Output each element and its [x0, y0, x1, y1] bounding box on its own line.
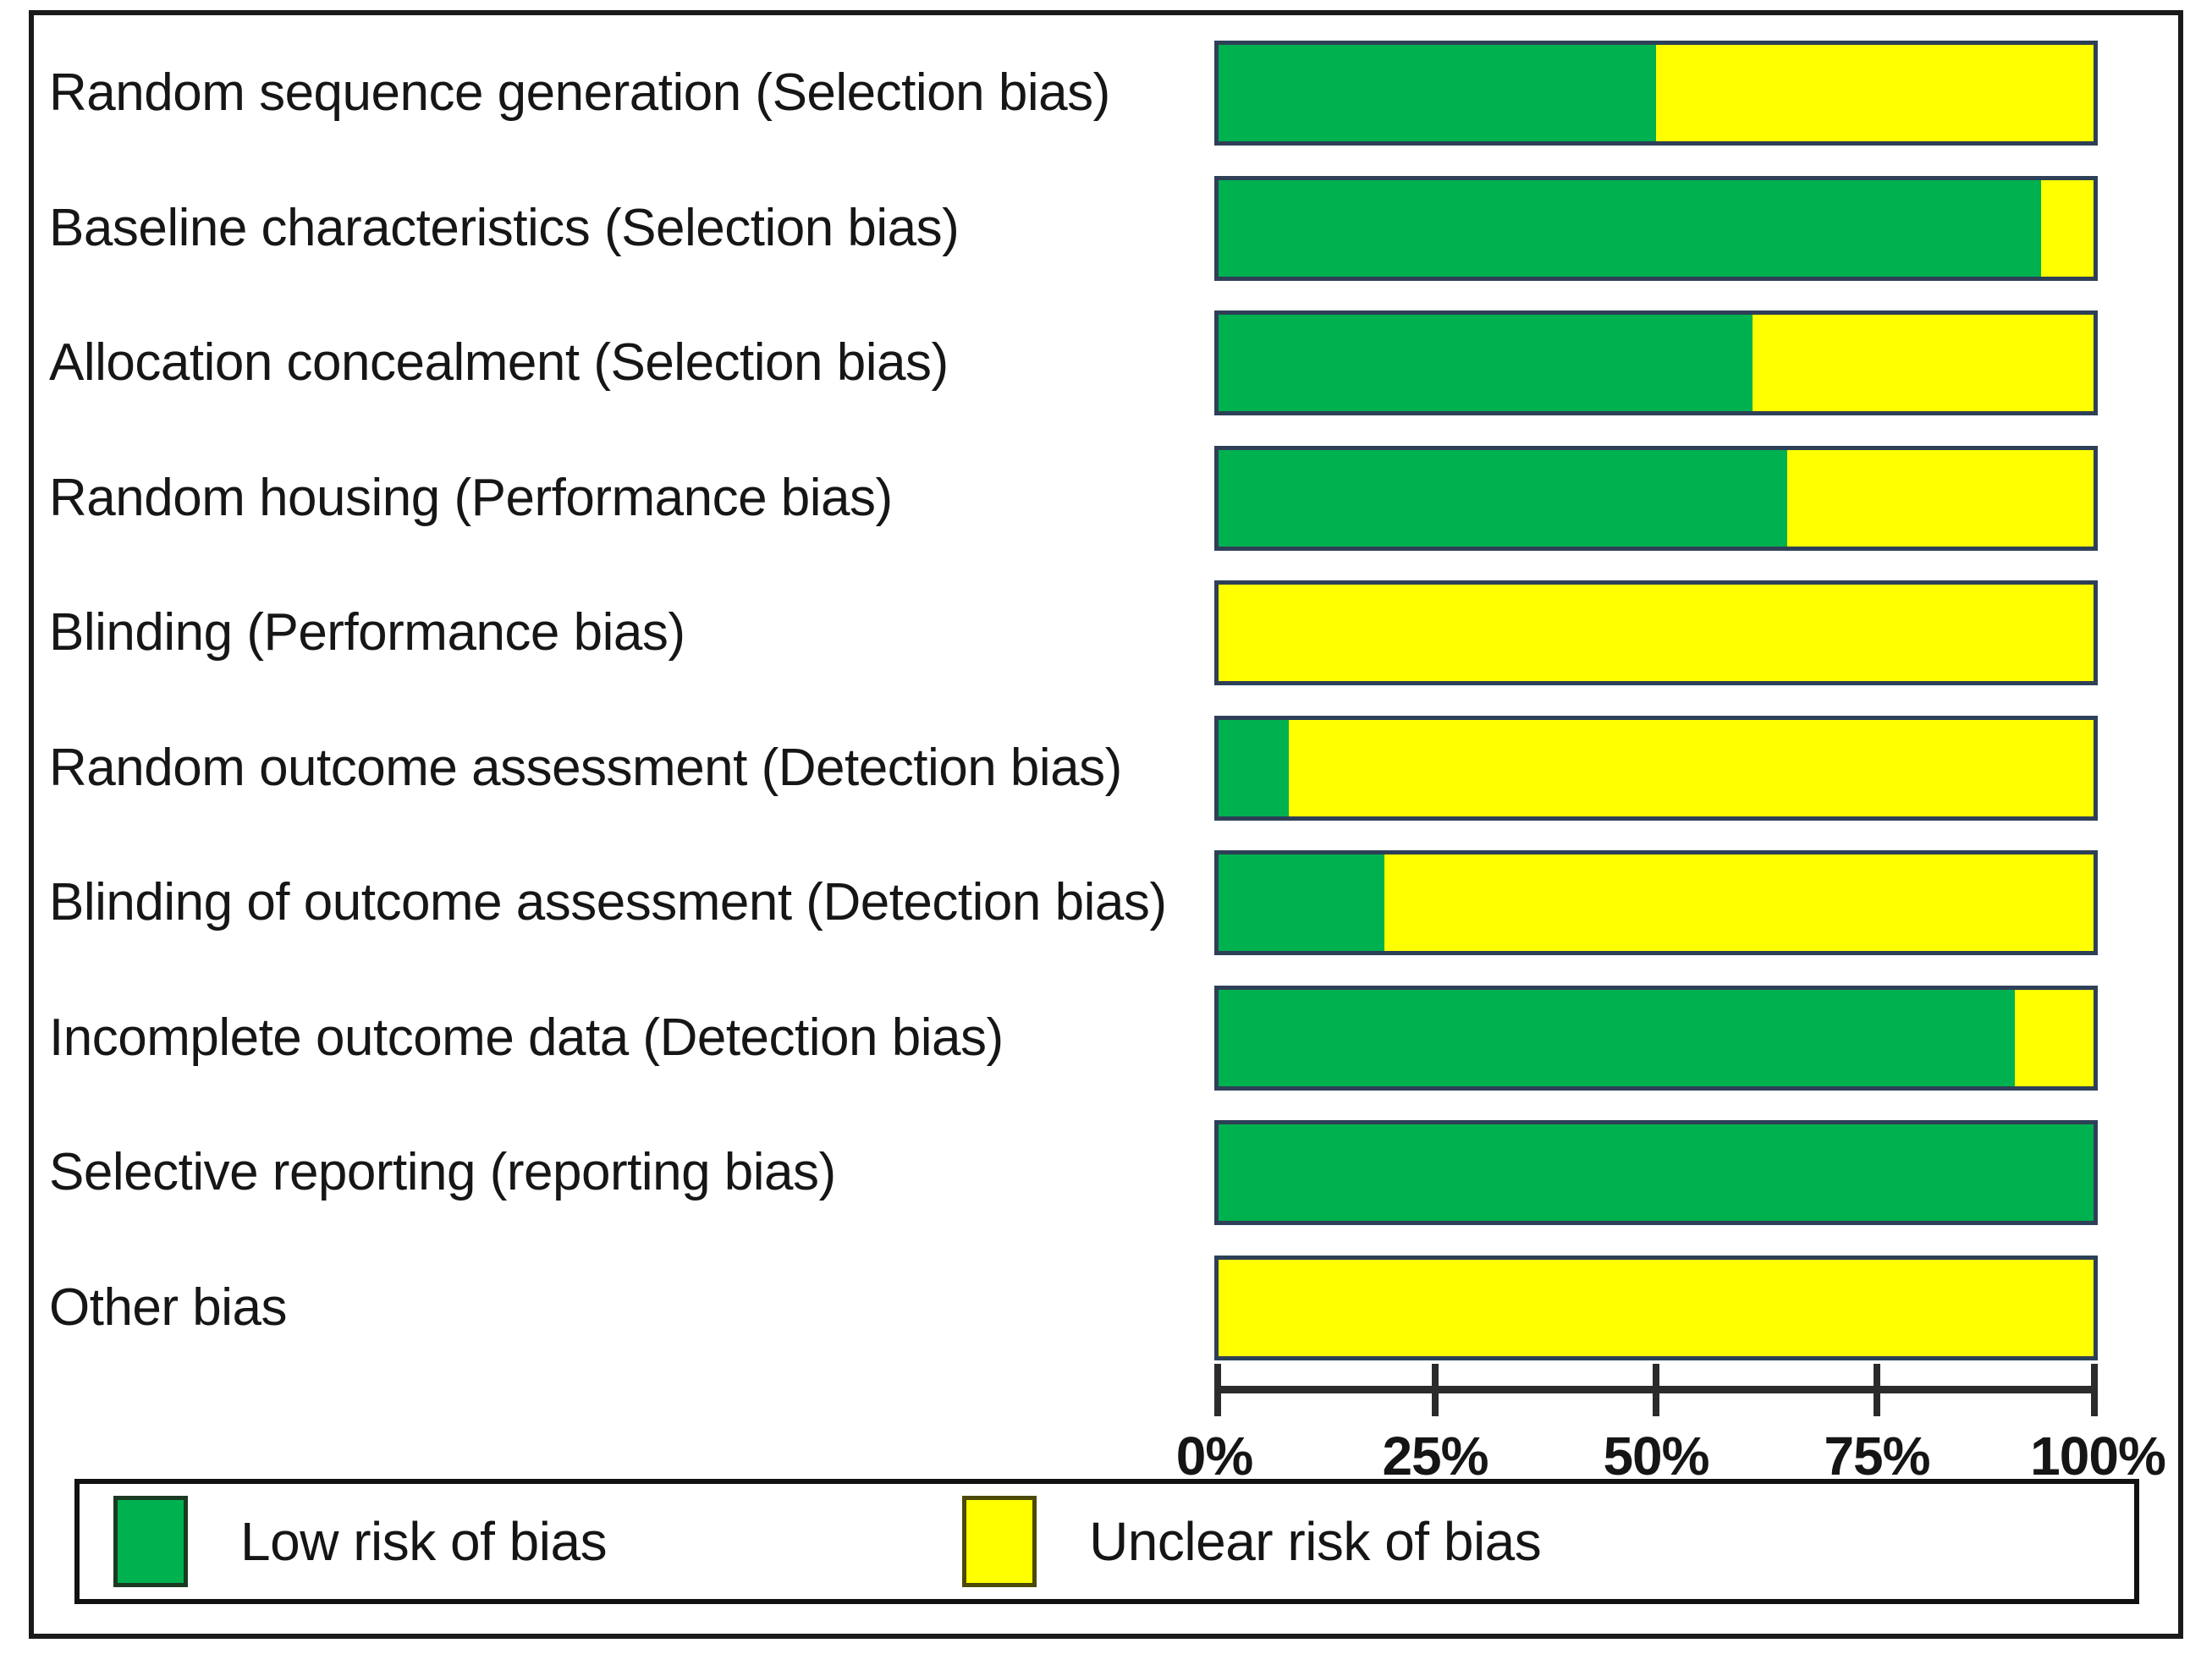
bias-row-label: Random sequence generation (Selection bi…	[49, 63, 1110, 123]
bias-row: Random outcome assessment (Detection bia…	[34, 714, 2188, 822]
x-axis-tick	[2091, 1364, 2098, 1416]
bias-row: Baseline characteristics (Selection bias…	[34, 174, 2188, 283]
bias-row: Selective reporting (reporting bias)	[34, 1118, 2188, 1227]
x-axis-tick	[1653, 1364, 1659, 1416]
bar-segment-unclear-risk	[1288, 719, 2094, 816]
bias-row: Random housing (Performance bias)	[34, 444, 2188, 552]
bar-segment-unclear-risk	[2014, 989, 2094, 1086]
bar-segment-low-risk	[1219, 45, 1656, 141]
bar-segment-unclear-risk	[1219, 1259, 2094, 1356]
bias-row: Blinding of outcome assessment (Detectio…	[34, 849, 2188, 957]
legend-label-unclear-risk: Unclear risk of bias	[1089, 1511, 1542, 1572]
bias-row-label: Allocation concealment (Selection bias)	[49, 333, 949, 393]
bar-segment-low-risk	[1219, 449, 1788, 547]
legend-item-unclear-risk: Unclear risk of bias	[962, 1484, 1542, 1599]
bias-row-label: Other bias	[49, 1278, 288, 1337]
bias-bar	[1214, 580, 2098, 685]
figure-frame: Random sequence generation (Selection bi…	[29, 10, 2183, 1639]
bias-bar	[1214, 41, 2098, 146]
bar-segment-low-risk	[1219, 179, 2041, 277]
bar-segment-unclear-risk	[1787, 449, 2094, 547]
bias-row: Blinding (Performance bias)	[34, 579, 2188, 687]
bias-bar	[1214, 1120, 2098, 1225]
x-axis-tick-label: 75%	[1824, 1426, 1930, 1486]
bias-row-label: Blinding (Performance bias)	[49, 603, 685, 662]
x-axis: 0% 25% 50% 75% 100%	[1176, 1364, 2166, 1486]
x-axis-tick-label: 0%	[1175, 1426, 1253, 1486]
bar-segment-low-risk	[1219, 989, 2015, 1086]
bar-segment-low-risk	[1219, 1124, 2094, 1221]
bias-row-label: Incomplete outcome data (Detection bias)	[49, 1008, 1004, 1067]
bar-segment-low-risk	[1219, 719, 1289, 816]
bias-row: Allocation concealment (Selection bias)	[34, 309, 2188, 417]
bias-row-label: Random housing (Performance bias)	[49, 468, 893, 527]
x-axis-tick	[1214, 1364, 1221, 1416]
bias-row: Random sequence generation (Selection bi…	[34, 39, 2188, 147]
x-axis-tick-label: 25%	[1382, 1426, 1488, 1486]
bias-row: Incomplete outcome data (Detection bias)	[34, 984, 2188, 1092]
legend-item-low-risk: Low risk of bias	[113, 1484, 608, 1599]
bar-segment-unclear-risk	[1752, 315, 2094, 411]
legend-swatch-low-risk-icon	[113, 1496, 188, 1587]
plot-area: Random sequence generation (Selection bi…	[34, 15, 2188, 1453]
bias-row: Other bias	[34, 1254, 2188, 1362]
bias-bar	[1214, 985, 2098, 1091]
x-axis-tick-label: 100%	[2030, 1426, 2166, 1486]
bias-bar	[1214, 850, 2098, 955]
x-axis-tick	[1432, 1364, 1439, 1416]
legend-swatch-unclear-risk-icon	[962, 1496, 1037, 1587]
bias-row-label: Baseline characteristics (Selection bias…	[49, 198, 960, 257]
bias-bar	[1214, 715, 2098, 821]
bias-bar	[1214, 310, 2098, 415]
bias-bar	[1214, 445, 2098, 551]
bar-segment-unclear-risk	[2040, 179, 2094, 277]
bias-row-label: Selective reporting (reporting bias)	[49, 1143, 836, 1202]
legend-label-low-risk: Low risk of bias	[240, 1511, 608, 1572]
bar-segment-unclear-risk	[1384, 854, 2094, 951]
x-axis-tick	[1874, 1364, 1880, 1416]
bar-segment-low-risk	[1219, 854, 1385, 951]
x-axis-tick-label: 50%	[1603, 1426, 1709, 1486]
bias-bar	[1214, 175, 2098, 281]
bar-segment-low-risk	[1219, 315, 1753, 411]
bar-segment-unclear-risk	[1656, 45, 2094, 141]
bias-row-label: Random outcome assessment (Detection bia…	[49, 738, 1122, 797]
bar-segment-unclear-risk	[1219, 585, 2094, 681]
bias-row-label: Blinding of outcome assessment (Detectio…	[49, 873, 1167, 932]
bias-bar	[1214, 1255, 2098, 1360]
legend: Low risk of bias Unclear risk of bias	[74, 1479, 2139, 1604]
